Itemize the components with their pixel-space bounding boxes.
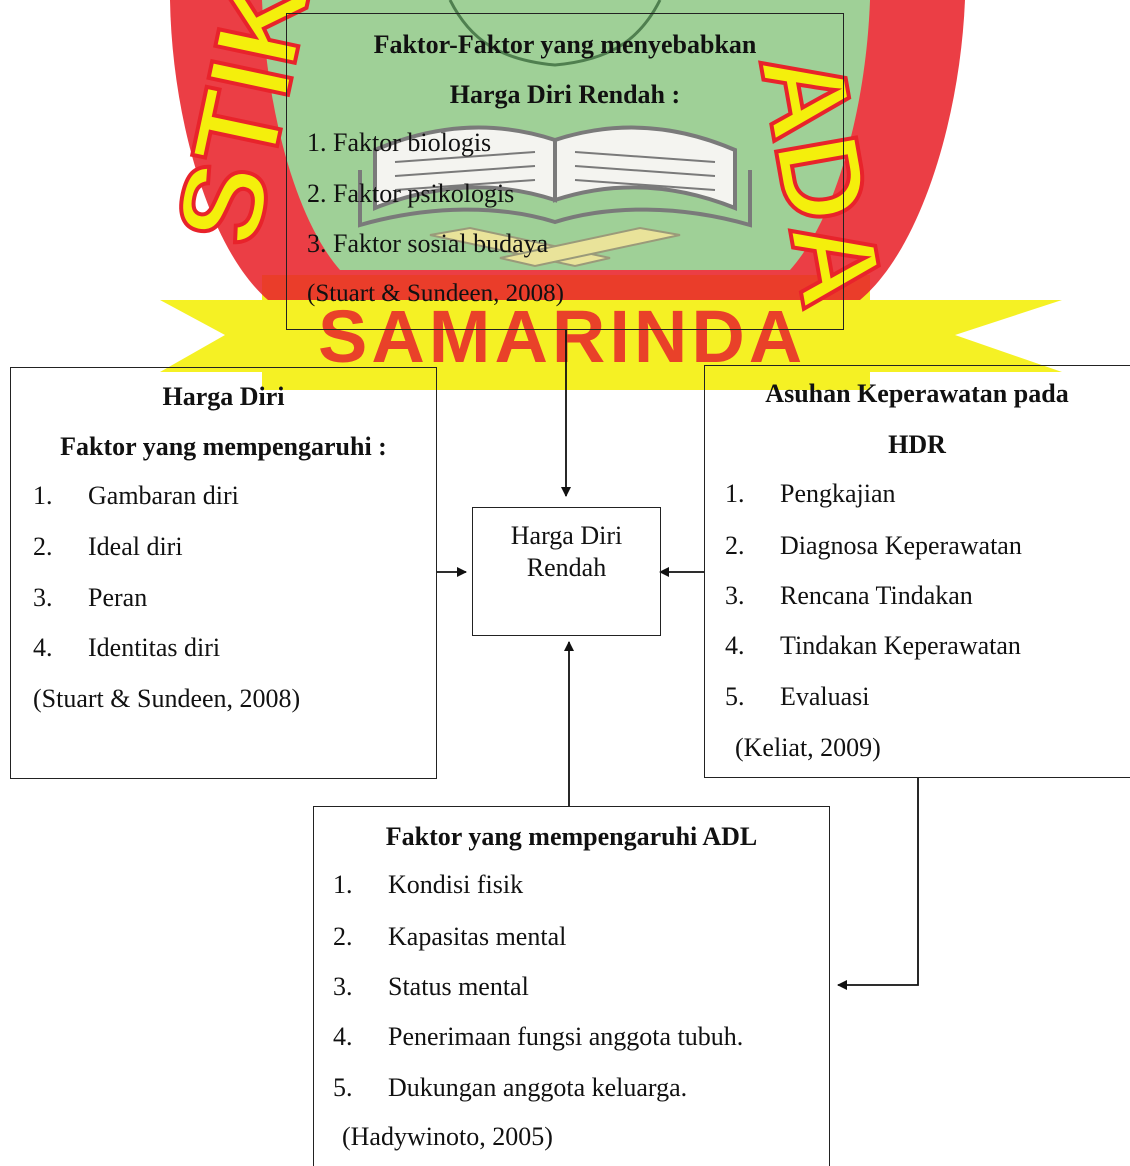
nursing-care-item-5: Evaluasi — [780, 682, 870, 711]
self-esteem-item-3: Peran — [88, 583, 148, 612]
causes-item-2: 2. Faktor psikologis — [307, 179, 515, 208]
causes-title-line1: Faktor-Faktor yang menyebabkan — [373, 30, 757, 59]
causes-item-1: 1. Faktor biologis — [307, 128, 492, 157]
nursing-care-item-num-5: 5. — [725, 682, 745, 711]
low-self-esteem-line1: Harga Diri — [510, 521, 623, 550]
causes-title-line2: Harga Diri Rendah : — [449, 80, 681, 109]
low-self-esteem-line2: Rendah — [526, 553, 607, 582]
adl-factors-item-3: Status mental — [388, 972, 529, 1001]
adl-factors-item-5: Dukungan anggota keluarga. — [388, 1073, 688, 1102]
book-icon — [358, 125, 752, 228]
self-esteem-box — [10, 367, 437, 779]
adl-factors-item-4: Penerimaan fungsi anggota tubuh. — [388, 1022, 744, 1051]
adl-factors-item-num-4: 4. — [333, 1022, 353, 1051]
causes-item-3: 3. Faktor sosial budaya — [307, 229, 549, 258]
adl-factors-box — [313, 806, 830, 1166]
crossed-sash-icon — [429, 226, 681, 268]
adl-factors-item-1: Kondisi fisik — [388, 870, 524, 899]
nursing-care-item-num-4: 4. — [725, 631, 745, 660]
adl-factors-item-2: Kapasitas mental — [388, 922, 567, 951]
adl-factors-citation: (Hadywinoto, 2005) — [342, 1122, 553, 1151]
self-esteem-title-line1: Harga Diri — [162, 382, 285, 411]
adl-factors-item-num-1: 1. — [333, 870, 353, 899]
self-esteem-item-2: Ideal diri — [88, 532, 183, 561]
self-esteem-item-1: Gambaran diri — [88, 481, 239, 510]
nursing-care-item-num-1: 1. — [725, 479, 745, 508]
self-esteem-item-num-1: 1. — [33, 481, 53, 510]
nursing-care-box — [704, 365, 1130, 778]
self-esteem-citation: (Stuart & Sundeen, 2008) — [33, 684, 301, 713]
causes-box — [286, 13, 844, 330]
arrow-right-to-bottom — [837, 778, 919, 990]
low-self-esteem-box — [472, 507, 661, 636]
nursing-care-item-3: Rencana Tindakan — [780, 581, 973, 610]
logo-arch — [448, 0, 662, 67]
self-esteem-item-4: Identitas diri — [88, 633, 221, 662]
nursing-care-item-4: Tindakan Keperawatan — [780, 631, 1021, 660]
self-esteem-item-num-2: 2. — [33, 532, 53, 561]
nursing-care-citation: (Keliat, 2009) — [735, 733, 881, 762]
self-esteem-title-line2: Faktor yang mempengaruhi : — [60, 432, 387, 461]
nursing-care-item-1: Pengkajian — [780, 479, 896, 508]
logo-ribbon — [160, 275, 1062, 390]
nursing-care-title-line1: Asuhan Keperawatan pada — [765, 379, 1069, 408]
adl-factors-item-num-2: 2. — [333, 922, 353, 951]
nursing-care-item-2: Diagnosa Keperawatan — [780, 531, 1022, 560]
nursing-care-item-num-3: 3. — [725, 581, 745, 610]
self-esteem-item-num-4: 4. — [33, 633, 53, 662]
causes-citation: (Stuart & Sundeen, 2008) — [307, 280, 564, 307]
adl-factors-item-num-5: 5. — [333, 1073, 353, 1102]
self-esteem-item-num-3: 3. — [33, 583, 53, 612]
adl-factors-title: Faktor yang mempengaruhi ADL — [385, 822, 758, 851]
nursing-care-item-num-2: 2. — [725, 531, 745, 560]
watermark-text-bottom: SAMARINDA — [318, 295, 806, 378]
adl-factors-item-num-3: 3. — [333, 972, 353, 1001]
nursing-care-title-line2: HDR — [888, 430, 946, 459]
